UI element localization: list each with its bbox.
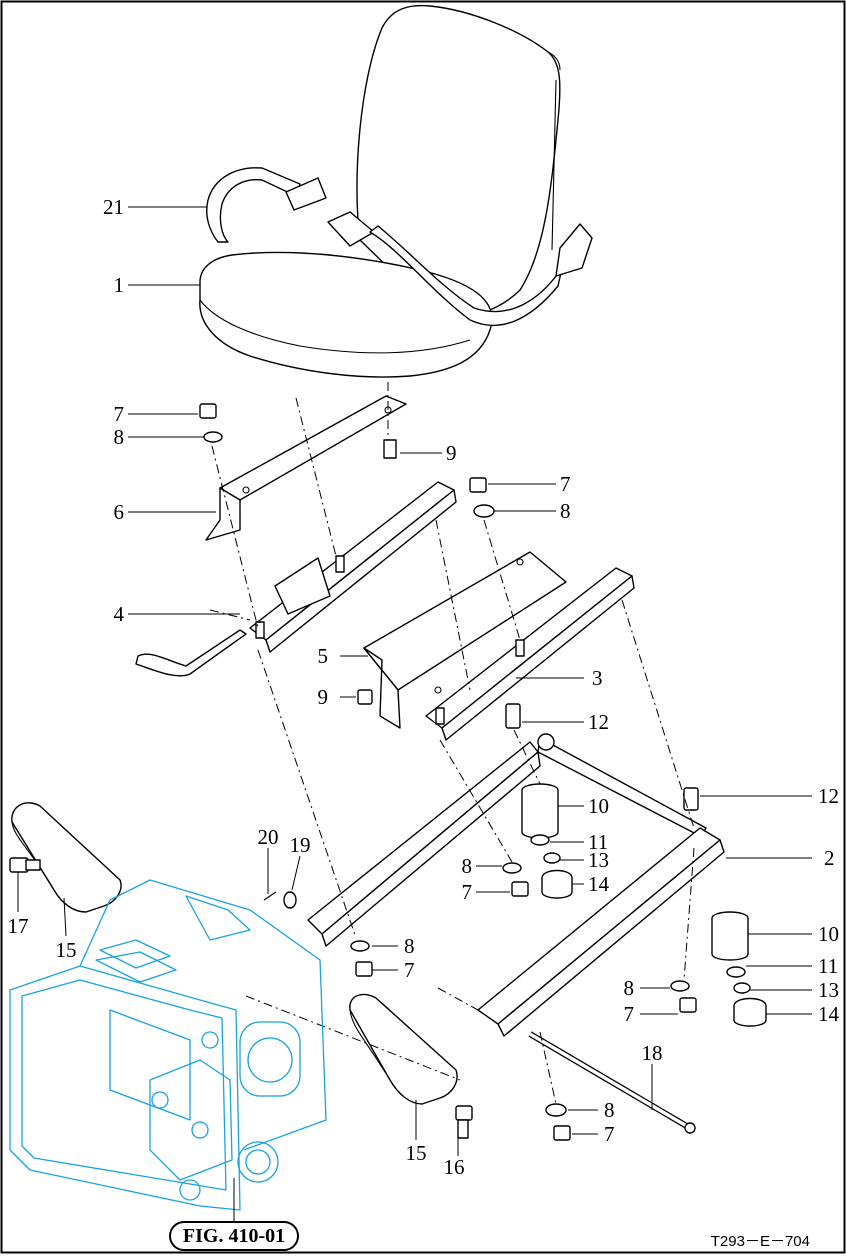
callout-6: 6 <box>114 500 125 524</box>
slide-rail-3-illustration <box>425 567 635 741</box>
callout-15: 15 <box>406 1141 427 1165</box>
stay-15-left <box>9 802 122 913</box>
callout-15: 15 <box>56 938 77 962</box>
callout-14: 14 <box>588 872 610 896</box>
callout-12: 12 <box>588 710 609 734</box>
callout-8: 8 <box>624 976 635 1000</box>
callout-7: 7 <box>114 402 125 426</box>
bracket-6-illustration <box>199 395 407 541</box>
bracket-5-illustration <box>363 551 567 729</box>
spring-stack-left <box>502 783 573 899</box>
seat-illustration <box>199 4 561 378</box>
callout-7: 7 <box>560 472 571 496</box>
callout-16: 16 <box>444 1155 465 1179</box>
callout-12: 12 <box>818 784 839 808</box>
callout-4: 4 <box>114 602 125 626</box>
callout-18: 18 <box>642 1041 663 1065</box>
callout-8: 8 <box>560 499 571 523</box>
stay-15-bottom <box>349 993 473 1139</box>
leader-19 <box>291 855 301 891</box>
seat-belt-illustration <box>206 167 593 327</box>
callout-7: 7 <box>404 958 415 982</box>
callout-8: 8 <box>462 854 473 878</box>
spring-stack-right <box>670 911 767 1027</box>
callout-17: 17 <box>8 914 29 938</box>
callout-9: 9 <box>446 441 457 465</box>
callout-1: 1 <box>114 273 125 297</box>
callout-20: 20 <box>258 825 279 849</box>
callout-19: 19 <box>290 833 311 857</box>
callout-labels: 21 1 7 8 9 6 7 8 4 5 3 9 12 12 10 11 13 … <box>8 195 840 1179</box>
callout-10: 10 <box>588 794 609 818</box>
callout-5: 5 <box>318 644 329 668</box>
callout-13: 13 <box>588 848 609 872</box>
callout-3: 3 <box>592 666 603 690</box>
callout-7: 7 <box>462 880 473 904</box>
callout-14: 14 <box>818 1002 840 1026</box>
leader-15a <box>63 897 67 937</box>
drawing-code: T293－E－704 <box>711 1233 810 1250</box>
callout-9: 9 <box>318 685 329 709</box>
callout-21: 21 <box>103 195 124 219</box>
callout-8: 8 <box>404 934 415 958</box>
transmission-housing <box>9 879 327 1211</box>
callout-2: 2 <box>824 846 835 870</box>
callout-7: 7 <box>604 1122 615 1146</box>
assembly-lines <box>209 382 695 1105</box>
seat-frame-2-illustration <box>307 733 725 1037</box>
callout-13: 13 <box>818 978 839 1002</box>
slide-rail-4-illustration <box>135 481 457 677</box>
callout-11: 11 <box>588 830 608 854</box>
callout-8: 8 <box>604 1098 615 1122</box>
shaft-18 <box>528 1031 696 1134</box>
figure-reference[interactable]: FIG. 410-01 <box>169 1221 299 1251</box>
callout-10: 10 <box>818 922 839 946</box>
callout-11: 11 <box>818 954 838 978</box>
callout-7: 7 <box>624 1002 635 1026</box>
callout-8: 8 <box>114 425 125 449</box>
figure-reference-label[interactable]: FIG. 410-01 <box>183 1225 285 1247</box>
